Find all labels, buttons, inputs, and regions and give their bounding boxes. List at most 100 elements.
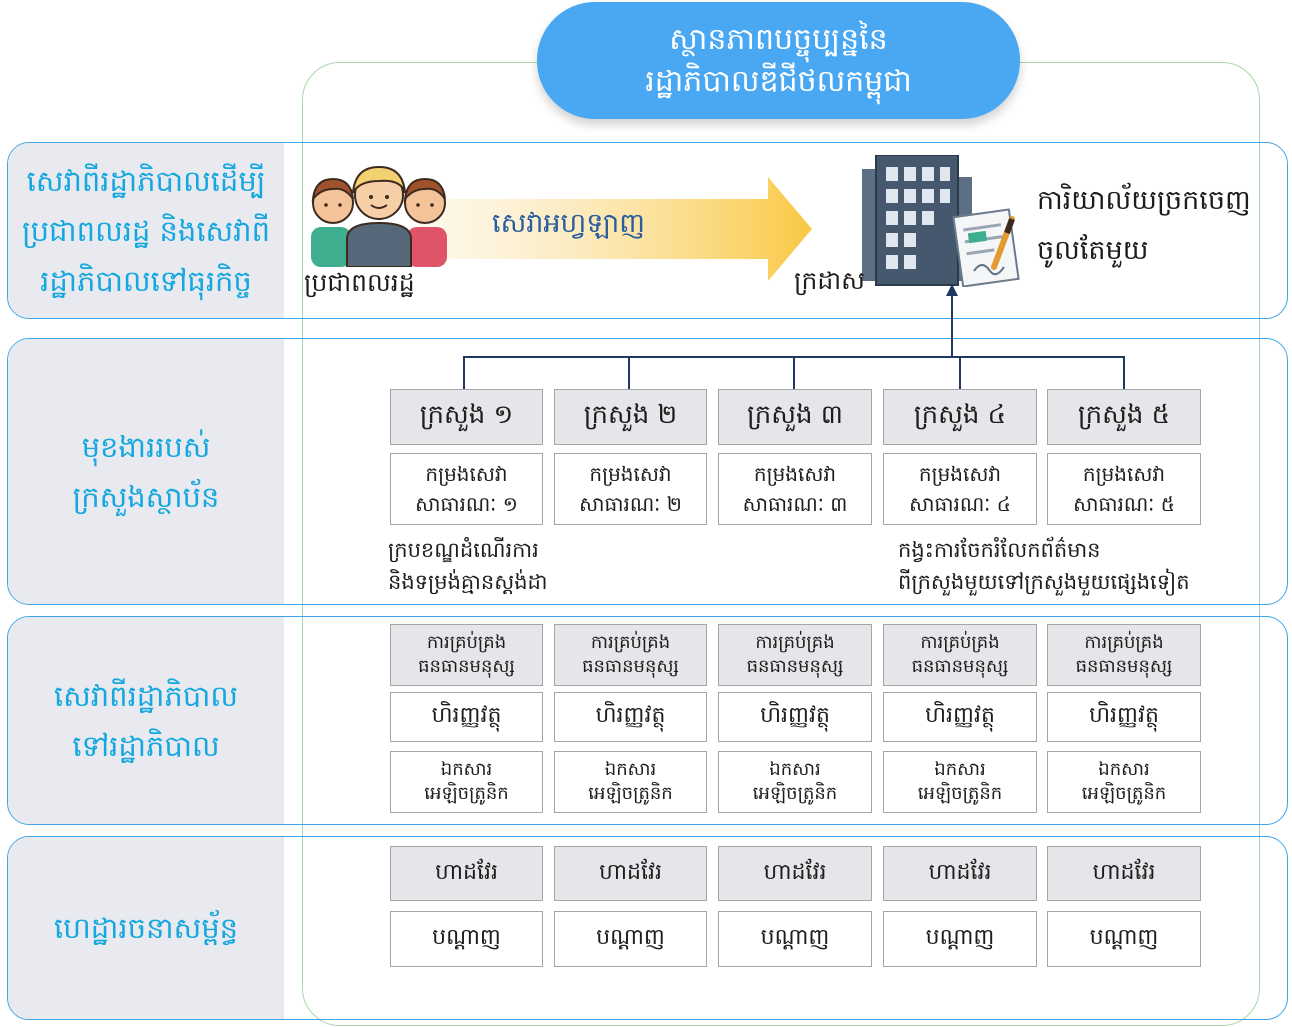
electronic-document-box: ឯកសារអេឡិចត្រូនិក xyxy=(718,751,872,813)
hr-line-2: ធនធានមនុស្ស xyxy=(911,656,1009,677)
service-package-box: កម្រងសេវា សាធារណៈ ៥ xyxy=(1047,453,1201,525)
note-line: ក្របខណ្ឌដំណើរការ xyxy=(388,538,539,562)
connector-drop xyxy=(959,356,961,389)
row-infrastructure: ហេដ្ឋារចនាសម្ព័ន្ធ xyxy=(7,836,1288,1020)
row-g2g: សេវាពីរដ្ឋាភិបាល ទៅរដ្ឋាភិបាល xyxy=(7,616,1288,825)
service-line-1: កម្រងសេវា xyxy=(1082,462,1166,486)
service-line-2: សាធារណៈ ២ xyxy=(579,492,682,516)
hardware-box: ហាដវែរ xyxy=(1047,846,1201,901)
service-package-box: កម្រងសេវា សាធារណៈ ៤ xyxy=(883,453,1037,525)
edoc-line-2: អេឡិចត្រូនិក xyxy=(424,783,509,804)
one-window-office-label: ការិយាល័យច្រកចេញ ចូលតែមួយ xyxy=(1037,176,1251,276)
network-box: បណ្តាញ xyxy=(718,911,872,967)
hr-management-box: ការគ្រប់គ្រងធនធានមនុស្ស xyxy=(390,624,543,686)
connector-drop xyxy=(793,356,795,389)
service-package-box: កម្រងសេវា សាធារណៈ ២ xyxy=(554,453,707,525)
row-label-line: រដ្ឋាភិបាលទៅធុរកិច្ច xyxy=(40,263,252,298)
service-line-1: កម្រងសេវា xyxy=(425,462,508,486)
edoc-line-2: អេឡិចត្រូនិក xyxy=(588,783,673,804)
hr-management-box: ការគ្រប់គ្រងធនធានមនុស្ស xyxy=(1047,624,1201,686)
electronic-document-box: ឯកសារអេឡិចត្រូនិក xyxy=(390,751,543,813)
electronic-document-box: ឯកសារអេឡិចត្រូនិក xyxy=(883,751,1037,813)
hr-line-2: ធនធានមនុស្ស xyxy=(582,656,679,677)
hr-line-1: ការគ្រប់គ្រង xyxy=(755,632,835,653)
edoc-line-1: ឯកសារ xyxy=(604,759,657,780)
title-line-2: រដ្ឋាភិបាលឌីជីថលកម្ពុជា xyxy=(645,63,912,99)
citizens-label: ប្រជាពលរដ្ឋ xyxy=(304,268,415,297)
row-label-line: ក្រសួងស្ថាប័ន xyxy=(72,479,220,514)
hr-line-2: ធនធានមនុស្ស xyxy=(418,656,515,677)
finance-box: ហិរញ្ញវត្ថុ xyxy=(1047,692,1201,742)
ministry-box: ក្រសួង ១ xyxy=(390,389,543,445)
row-label-line: សេវាពីរដ្ឋាភិបាល xyxy=(53,678,239,713)
hr-management-box: ការគ្រប់គ្រងធនធានមនុស្ស xyxy=(718,624,872,686)
finance-box: ហិរញ្ញវត្ថុ xyxy=(554,692,707,742)
service-line-1: កម្រងសេវា xyxy=(589,462,672,486)
ministry-box: ក្រសួង ២ xyxy=(554,389,707,445)
service-line-1: កម្រងសេវា xyxy=(753,462,837,486)
connector-up xyxy=(951,292,953,357)
edoc-line-2: អេឡិចត្រូនិក xyxy=(917,783,1003,804)
note-nonstandard-framework: ក្របខណ្ឌដំណើរការ និងទម្រង់គ្មានស្តង់ដា xyxy=(388,534,548,598)
row-label-line: ហេដ្ឋារចនាសម្ព័ន្ធ xyxy=(53,911,239,945)
hr-line-1: ការគ្រប់គ្រង xyxy=(1084,632,1164,653)
arrow-head-icon xyxy=(946,284,958,296)
hr-line-2: ធនធានមនុស្ស xyxy=(746,656,844,677)
connector-drop xyxy=(1123,356,1125,389)
service-line-2: សាធារណៈ ១ xyxy=(415,492,518,516)
hardware-box: ហាដវែរ xyxy=(554,846,707,901)
row-ministry-functions: មុខងាររបស់ ក្រសួងស្ថាប័ន xyxy=(7,338,1288,605)
hardware-box: ហាដវែរ xyxy=(390,846,543,901)
ministry-box: ក្រសួង ៣ xyxy=(718,389,872,445)
ministry-box: ក្រសួង ៥ xyxy=(1047,389,1201,445)
hr-line-1: ការគ្រប់គ្រង xyxy=(590,632,671,653)
citizens-icon xyxy=(311,165,447,267)
electronic-document-box: ឯកសារអេឡិចត្រូនិក xyxy=(1047,751,1201,813)
row-g2c-g2b: សេវាពីរដ្ឋាភិបាលដើម្បី ប្រជាពលរដ្ឋ និងសេ… xyxy=(7,142,1288,319)
note-line: កង្វះការចែករំលែកព័ត៌មាន xyxy=(898,538,1101,562)
ministry-box: ក្រសួង ៤ xyxy=(883,389,1037,445)
row-label-infrastructure: ហេដ្ឋារចនាសម្ព័ន្ធ xyxy=(8,837,284,1019)
connector-drop xyxy=(628,356,630,389)
ministry-label: ក្រដាស xyxy=(794,266,865,295)
hr-line-1: ការគ្រប់គ្រង xyxy=(426,632,507,653)
arrow-label: សេវាអហ្វឡាញ xyxy=(492,208,645,239)
row-label-line: មុខងាររបស់ xyxy=(81,429,211,464)
hr-management-box: ការគ្រប់គ្រងធនធានមនុស្ស xyxy=(554,624,707,686)
office-label-line-1: ការិយាល័យច្រកចេញ xyxy=(1037,185,1251,216)
note-lack-of-data-sharing: កង្វះការចែករំលែកព័ត៌មាន ពីក្រសួងមួយទៅក្រ… xyxy=(898,534,1190,598)
row-label-line: សេវាពីរដ្ឋាភិបាលដើម្បី xyxy=(26,163,266,198)
finance-box: ហិរញ្ញវត្ថុ xyxy=(718,692,872,742)
row-label-g2g: សេវាពីរដ្ឋាភិបាល ទៅរដ្ឋាភិបាល xyxy=(8,617,284,824)
connector-drop xyxy=(463,356,465,389)
edoc-line-2: អេឡិចត្រូនិក xyxy=(1081,783,1167,804)
hr-management-box: ការគ្រប់គ្រងធនធានមនុស្ស xyxy=(883,624,1037,686)
service-package-box: កម្រងសេវា សាធារណៈ ១ xyxy=(390,453,543,525)
diagram-title-pill: ស្ថានភាពបច្ចុប្បន្ននៃ រដ្ឋាភិបាលឌីជីថលកម… xyxy=(537,2,1020,119)
online-service-arrow xyxy=(420,177,812,281)
network-box: បណ្តាញ xyxy=(390,911,543,967)
hardware-box: ហាដវែរ xyxy=(718,846,872,901)
row-label-ministry-functions: មុខងាររបស់ ក្រសួងស្ថាប័ន xyxy=(8,339,284,604)
note-line: និងទម្រង់គ្មានស្តង់ដា xyxy=(388,570,548,594)
office-building-icon xyxy=(862,155,1020,287)
service-package-box: កម្រងសេវា សាធារណៈ ៣ xyxy=(718,453,872,525)
finance-box: ហិរញ្ញវត្ថុ xyxy=(390,692,543,742)
note-line: ពីក្រសួងមួយទៅក្រសួងមួយផ្សេងទៀត xyxy=(898,570,1190,594)
service-line-2: សាធារណៈ ៥ xyxy=(1073,492,1175,516)
network-box: បណ្តាញ xyxy=(1047,911,1201,967)
service-line-2: សាធារណៈ ៤ xyxy=(909,492,1011,516)
edoc-line-1: ឯកសារ xyxy=(934,759,986,780)
office-label-line-2: ចូលតែមួយ xyxy=(1037,235,1149,266)
hr-line-1: ការគ្រប់គ្រង xyxy=(920,632,1000,653)
edoc-line-2: អេឡិចត្រូនិក xyxy=(752,783,838,804)
service-line-2: សាធារណៈ ៣ xyxy=(742,492,848,516)
row-label-line: ប្រជាពលរដ្ឋ និងសេវាពី xyxy=(22,213,270,248)
edoc-line-1: ឯកសារ xyxy=(1098,759,1150,780)
hardware-box: ហាដវែរ xyxy=(883,846,1037,901)
electronic-document-box: ឯកសារអេឡិចត្រូនិក xyxy=(554,751,707,813)
title-line-1: ស្ថានភាពបច្ចុប្បន្ននៃ xyxy=(669,21,888,57)
row-label-line: ទៅរដ្ឋាភិបាល xyxy=(72,728,220,763)
service-line-1: កម្រងសេវា xyxy=(918,462,1002,486)
network-box: បណ្តាញ xyxy=(554,911,707,967)
